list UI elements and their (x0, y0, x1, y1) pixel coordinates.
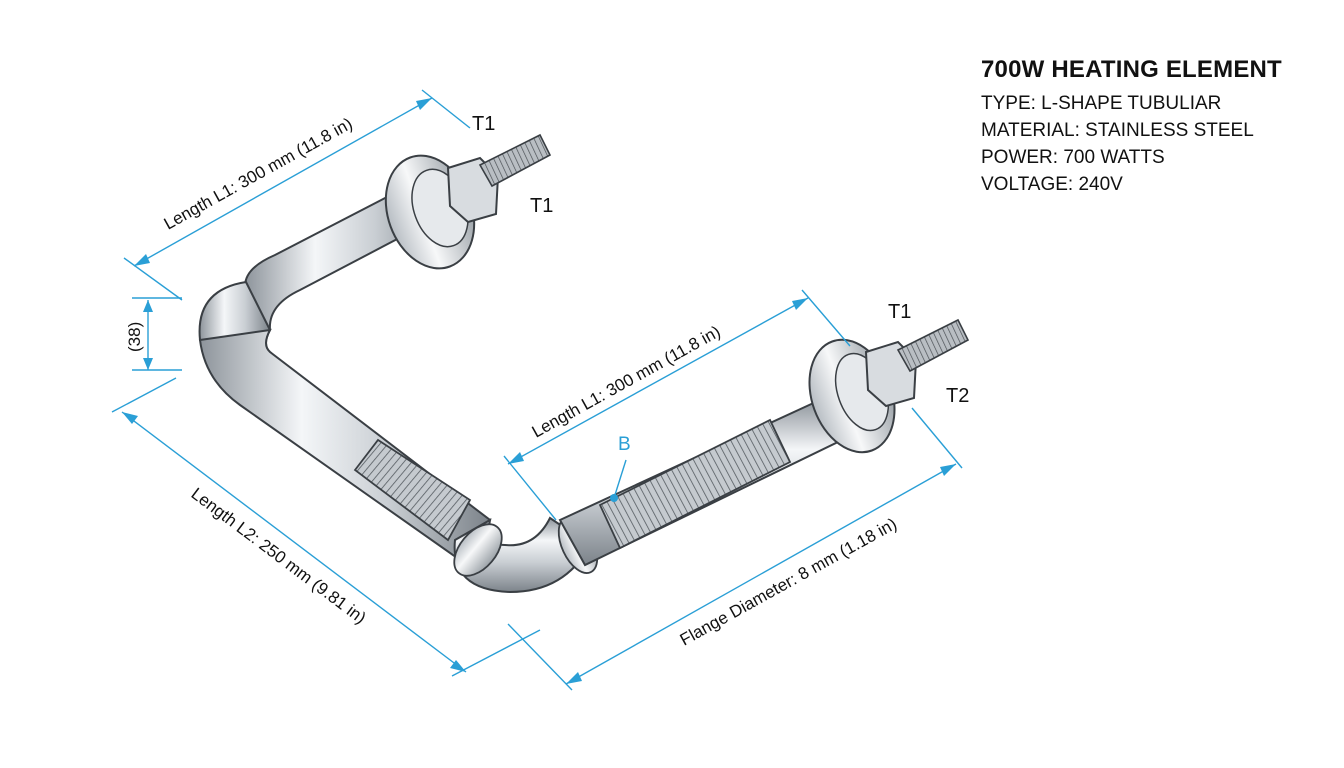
top-terminal-assembly (384, 133, 552, 270)
dim-ext-flange-right (911, 407, 963, 469)
dim-ext-top-left (123, 257, 183, 301)
right-threaded-stud (896, 318, 970, 373)
callout-b-label: B (618, 434, 631, 455)
dim-ext-mid-left (503, 455, 557, 521)
right-terminal-assembly (808, 318, 970, 454)
terminal-label-upper-b: T1 (530, 195, 553, 217)
spec-block: 700W HEATING ELEMENT TYPE: L-SHAPE TUBUL… (981, 56, 1321, 198)
spec-voltage: VOLTAGE: 240V (981, 174, 1123, 195)
dim-ext-mid-right (801, 289, 851, 347)
tube-left-coil (353, 438, 472, 542)
terminal-label-upper-a: T1 (472, 113, 495, 135)
tube-collar-left (453, 523, 503, 577)
dim-ext-left-top (111, 377, 177, 413)
dim-text-mid-length: Length L1: 300 mm (11.8 in) (529, 322, 724, 442)
spec-type: TYPE: L-SHAPE TUBULIAR (981, 93, 1222, 114)
dim-text-left-length: Length L2: 250 mm (9.81 in) (188, 484, 370, 628)
dim-line-flange (565, 463, 957, 685)
spec-material: MATERIAL: STAINLESS STEEL (981, 120, 1254, 141)
callout-b-leader (613, 459, 627, 499)
dim-line-mid-length (507, 297, 809, 465)
callout-b-point (610, 494, 618, 502)
dimension-lines (111, 89, 963, 691)
dimension-arrowheads (122, 98, 956, 684)
dim-text-flange-diameter: Flange Diameter: 8 mm (1.18 in) (677, 514, 900, 649)
dim-ext-left-bottom (451, 629, 541, 677)
dim-ext-flange-left (507, 623, 573, 691)
heating-tube (198, 178, 844, 594)
dim-line-top-length (133, 97, 433, 267)
spec-power: POWER: 700 WATTS (981, 147, 1165, 168)
terminal-label-lower-b: T2 (946, 385, 969, 407)
dim-text-small: (38) (125, 322, 144, 352)
spec-title: 700W HEATING ELEMENT (981, 56, 1282, 83)
dim-text-top-length: Length L1: 300 mm (11.8 in) (161, 114, 356, 234)
dim-line-left-length (121, 411, 467, 673)
tube-right-coil (598, 418, 792, 550)
top-threaded-stud (478, 133, 552, 188)
dim-ext-top-right (421, 89, 471, 129)
terminal-label-lower-a: T1 (888, 301, 911, 323)
